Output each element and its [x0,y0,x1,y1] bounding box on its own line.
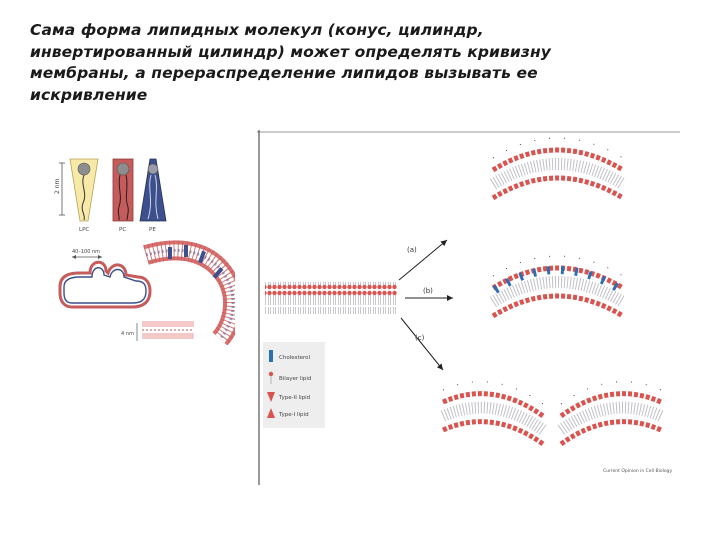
lipid-label-pe: PE [149,227,156,233]
curved-bilayer-a [489,137,627,201]
legend-label: Type-II lipid [278,395,310,401]
curved-membrane-tube [143,240,235,345]
pc-lipid-shape [112,158,134,222]
curved-bilayer-c-right [557,381,664,447]
slide-title: Сама форма липидных молекул (конус, цили… [30,20,670,106]
title-line: мембраны, а перераспределение липидов вы… [30,64,538,82]
protein-insert [184,245,188,257]
budding-vesicle [58,260,152,309]
arrow-a [398,239,448,281]
lipid-shape-figure: 2 nm LPC PC PE 40–100 nm [54,158,235,345]
membrane-curvature-figure: (a) (b) (c) Cholesterol Bilayer lipid [257,130,680,485]
lipid-label-pc: PC [119,227,126,233]
legend-swatch-type2 [267,392,275,402]
flat-bilayer [265,282,397,314]
height-label: 4 nm [121,331,134,337]
path-label-b: (b) [423,287,433,295]
protein-insert [198,250,206,264]
title-line: инвертированный цилиндр) может определят… [30,42,551,61]
protein-insert [212,267,224,279]
legend-swatch-cholesterol [269,350,273,362]
curved-bilayer-b [489,255,627,319]
figure-credit: Current Opinion in Cell Biology [603,468,672,474]
lpc-lipid-shape [69,158,99,222]
legend-label: Cholesterol [279,355,311,361]
width-label: 40–100 nm [72,249,100,255]
curved-bilayer-c-left [440,381,547,447]
legend-swatch-type1 [267,408,275,418]
arrow-c [400,317,444,371]
title-line: искривление [30,85,148,104]
legend-swatch-bilayer [268,371,274,377]
lipid-label-lpc: LPC [79,227,89,233]
pe-lipid-shape [139,158,167,222]
protein-insert [168,247,172,259]
scale-label: 2 nm [54,178,61,194]
path-label-c: (c) [415,334,425,342]
title-line: Сама форма липидных молекул (конус, цили… [30,21,484,39]
path-label-a: (a) [407,246,417,254]
legend-label: Bilayer lipid [279,376,311,382]
legend: Cholesterol Bilayer lipid Type-II lipid … [263,342,325,428]
legend-label: Type-I lipid [278,412,309,418]
lipid-row [142,321,194,339]
